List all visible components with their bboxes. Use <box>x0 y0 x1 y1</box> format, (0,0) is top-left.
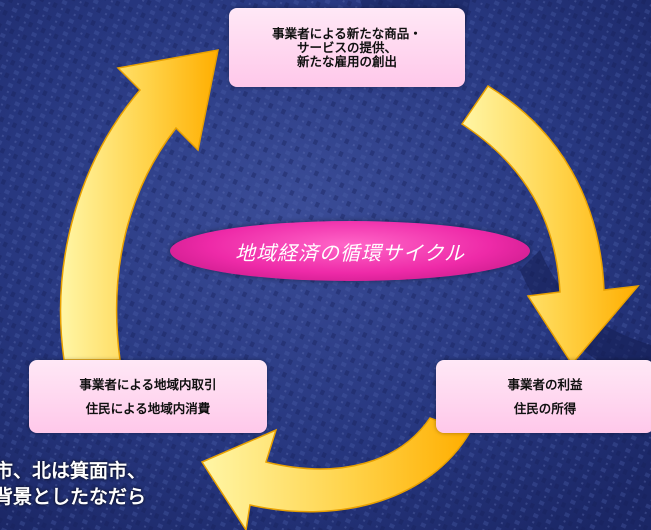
box-local-trade-consumption: 事業者による地域内取引 住民による地域内消費 <box>29 360 267 433</box>
background-caption-line-2: 背景としたなだら <box>0 486 147 508</box>
box-left-line-1: 事業者による地域内取引 <box>79 376 217 392</box>
arrow-left-to-top <box>59 49 219 361</box>
box-top-line-3: 新たな雇用の創出 <box>296 53 397 69</box>
background-caption-line-1: 市、北は箕面市、 <box>0 460 147 482</box>
box-profit-income: 事業者の利益 住民の所得 <box>436 360 651 433</box>
background-caption-text: 市、北は箕面市、 背景としたなだら <box>0 458 314 510</box>
box-right-line-2: 住民の所得 <box>513 400 577 416</box>
oval-shape <box>170 221 530 281</box>
box-top-line-2: サービスの提供、 <box>296 39 397 55</box>
cycle-title: 地域経済の循環サイクル <box>235 240 465 265</box>
box-left-line-2: 住民による地域内消費 <box>85 400 211 416</box>
arrow-right-to-left <box>200 417 472 530</box>
box-right-line-1: 事業者の利益 <box>507 376 583 392</box>
box-top-line-1: 事業者による新たな商品・ <box>272 25 422 41</box>
cycle-title-oval: 地域経済の循環サイクル <box>170 221 530 281</box>
box-new-products-services: 事業者による新たな商品・ サービスの提供、 新たな雇用の創出 <box>229 8 465 87</box>
